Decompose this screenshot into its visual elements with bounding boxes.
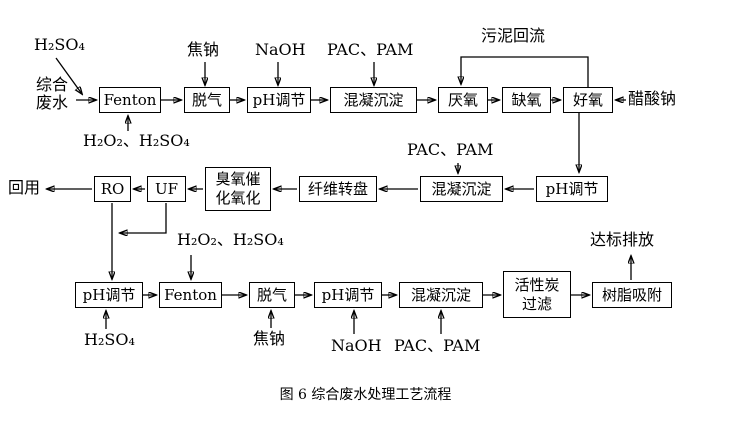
label-discharge: 达标排放 [590,230,655,249]
node-degas-row1: 脱气 [184,87,230,113]
node-anaerobic: 厌氧 [438,87,488,113]
node-fenton-row3: Fenton [159,282,222,308]
figure-caption: 图 6 综合废水处理工艺流程 [279,387,452,403]
node-uf: UF [147,176,186,202]
label-soda-top: 焦钠 [187,40,220,59]
label-reuse: 回用 [8,178,41,197]
label-h2o2-h2so4-row3: H₂O₂、H₂SO₄ [177,230,284,249]
label-h2o2-h2so4-row1: H₂O₂、H₂SO₄ [83,131,190,150]
arrow-sludge-return [461,56,589,87]
label-naoh-bottom: NaOH [331,336,382,355]
node-coagulation-row1: 混凝沉淀 [330,87,417,113]
label-pacpam-row2: PAC、PAM [407,140,494,159]
node-ph-adjust-row2: pH调节 [536,176,608,202]
node-degas-row3: 脱气 [249,282,295,308]
node-anoxic: 缺氧 [502,87,551,113]
label-naoh-top: NaOH [255,40,306,59]
label-pacpam-bottom: PAC、PAM [394,336,481,355]
label-source-wastewater: 综合 废水 [35,75,68,113]
node-ph-adjust-row3a: pH调节 [75,282,143,308]
label-pacpam-top: PAC、PAM [327,40,414,59]
node-resin-adsorption: 树脂吸附 [592,282,672,308]
node-coagulation-row2: 混凝沉淀 [420,176,503,202]
label-sodium-acetate: 醋酸钠 [628,89,677,108]
node-fiber-disc: 纤维转盘 [299,176,377,202]
node-carbon-filter: 活性炭 过滤 [503,271,571,318]
node-coagulation-row3: 混凝沉淀 [399,282,483,308]
node-ro: RO [94,176,131,202]
node-aerobic: 好氧 [563,87,613,113]
arrow-uf-branch [120,203,167,233]
node-ph-adjust-row3b: pH调节 [314,282,382,308]
label-sludge-return: 污泥回流 [481,26,546,45]
node-ozone-oxidation: 臭氧催 化氧化 [205,167,271,211]
node-fenton-row1: Fenton [99,87,161,113]
label-h2so4-top: H₂SO₄ [34,35,85,54]
label-soda-bottom: 焦钠 [253,329,286,348]
node-ph-adjust-row1: pH调节 [247,87,311,113]
label-h2so4-bottom: H₂SO₄ [84,330,135,349]
